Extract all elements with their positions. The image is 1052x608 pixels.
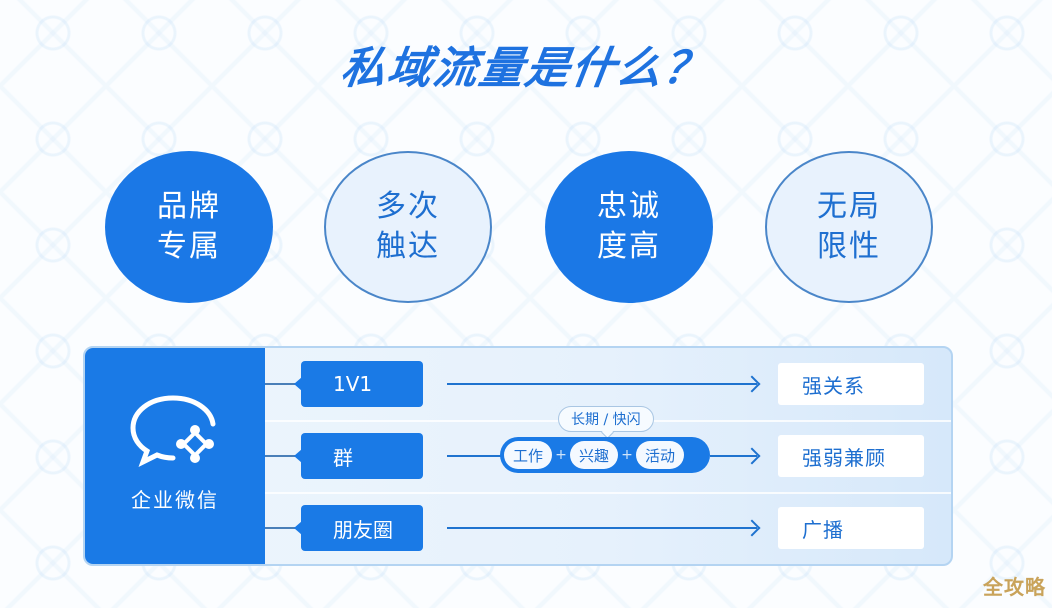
channel-panel: 企业微信 1V1 强关系 群 长期 / 快闪 工作 + 兴趣 + 活动 强弱兼顾… <box>83 346 953 566</box>
source-block: 企业微信 <box>85 348 265 564</box>
source-label: 企业微信 <box>131 487 219 512</box>
channel-1v1: 1V1 <box>294 361 423 407</box>
plus-icon: + <box>555 447 567 463</box>
group-type-tooltip: 长期 / 快闪 <box>558 406 654 432</box>
feature-circle-unlimited: 无局 限性 <box>765 151 933 303</box>
pill-interest: 兴趣 <box>570 441 619 469</box>
wecom-chat-bubble-icon <box>130 395 216 467</box>
result-broadcast: 广播 <box>778 507 924 549</box>
feature-label-line1: 无局 <box>817 189 881 224</box>
branch-line <box>265 455 301 457</box>
page-title: 私域流量是什么？ <box>337 43 713 94</box>
pill-activity: 活动 <box>636 441 685 469</box>
arrow-line <box>710 455 757 457</box>
result-strong-relation: 强关系 <box>778 363 924 405</box>
feature-label-line1: 品牌 <box>157 189 221 224</box>
branch-line <box>265 527 301 529</box>
feature-label-line2: 限性 <box>817 229 881 264</box>
channel-group: 群 <box>294 433 423 479</box>
plus-icon: + <box>621 447 633 463</box>
channel-moments: 朋友圈 <box>294 505 423 551</box>
result-strong-and-weak: 强弱兼顾 <box>778 435 924 477</box>
arrow-right-icon <box>743 447 761 465</box>
watermark: 全攻略 <box>983 575 1046 599</box>
row-divider <box>265 492 951 494</box>
arrow-right-icon <box>743 375 761 393</box>
branch-line <box>265 383 301 385</box>
arrow-line <box>447 527 757 529</box>
pill-work: 工作 <box>504 441 553 469</box>
arrow-line <box>447 455 501 457</box>
feature-label-line1: 忠诚 <box>597 189 661 224</box>
arrow-line <box>447 383 757 385</box>
feature-circle-high-loyalty: 忠诚 度高 <box>545 151 713 303</box>
feature-circle-brand-exclusive: 品牌 专属 <box>105 151 273 303</box>
feature-label-line1: 多次 <box>376 189 440 224</box>
feature-label-line2: 触达 <box>376 229 440 264</box>
group-category-pills: 工作 + 兴趣 + 活动 <box>500 437 710 473</box>
feature-label-line2: 专属 <box>157 229 221 264</box>
arrow-right-icon <box>743 519 761 537</box>
feature-circle-multiple-reach: 多次 触达 <box>324 151 492 303</box>
feature-label-line2: 度高 <box>597 229 661 264</box>
